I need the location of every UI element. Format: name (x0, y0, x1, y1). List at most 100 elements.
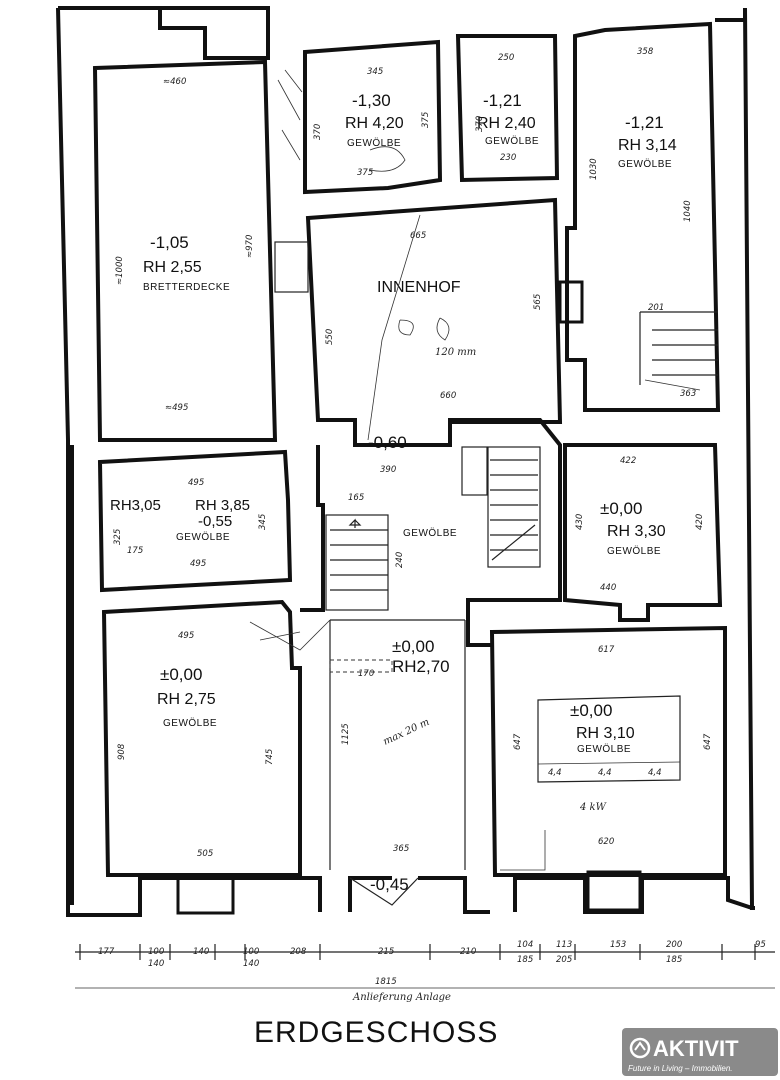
dim-sw-right: 745 (265, 749, 275, 765)
dim-se-left: 647 (513, 733, 523, 750)
dim-chain-b2: 140 (243, 959, 259, 969)
dim-em-top: 422 (620, 456, 636, 466)
entrance-note: max 20 m (382, 717, 432, 748)
dim-nb-top: 250 (498, 53, 514, 63)
room-sw-height: RH 2,75 (157, 691, 216, 708)
room-se-level: ±0,00 (570, 701, 612, 720)
dim-ws-left: 325 (113, 529, 123, 545)
socket-3: 4,4 (648, 768, 662, 778)
room-n-b-level: -1,21 (483, 91, 522, 110)
room-n-b-ceiling: GEWÖLBE (485, 135, 539, 147)
dim-nb-left: 370 (475, 116, 485, 132)
dim-em-left: 430 (575, 514, 585, 530)
room-se: ±0,00 RH 3,10 GEWÖLBE 617 620 647 647 4,… (466, 620, 727, 912)
dim-ws-bottom: 495 (190, 559, 206, 569)
dim-na-top: 345 (367, 67, 383, 77)
room-n-b: -1,21 RH 2,40 GEWÖLBE 250 230 370 (455, 34, 560, 183)
dim-chain-1: 177 (98, 947, 115, 957)
socket-2: 4,4 (598, 768, 612, 778)
dim-chain-b1: 140 (148, 959, 164, 969)
room-ne-ceiling: GEWÖLBE (618, 158, 672, 170)
courtyard-note: 120 mm (435, 347, 476, 358)
dim-sw-left: 908 (117, 743, 127, 760)
room-se-ceiling: GEWÖLBE (577, 743, 631, 755)
room-e-mid-level: ±0,00 (600, 499, 642, 518)
dim-ne-right: 1040 (683, 200, 693, 222)
dim-em-bottom: 440 (600, 583, 616, 593)
room-n-b-height: RH 2,40 (477, 115, 536, 132)
dim-chain-b4: 205 (556, 955, 572, 965)
dim-chain-8: 104 (517, 940, 533, 950)
dimension-chain: 177 100 140 100 208 215 210 104 113 153 … (75, 940, 775, 1003)
room-se-height: RH 3,10 (576, 725, 635, 742)
dim-corr-a: 390 (380, 465, 396, 475)
dim-nw-top: ≈460 (163, 77, 186, 87)
dim-ne-stair: 201 (648, 303, 664, 313)
room-sw-level: ±0,00 (160, 665, 202, 684)
dim-ws-right: 345 (258, 514, 268, 530)
logo-tagline: Future in Living – Immobilien. (628, 1064, 733, 1073)
courtyard: INNENHOF 665 550 565 660 120 mm (274, 197, 563, 447)
dim-chain-2: 100 (148, 947, 164, 957)
dim-em-right: 420 (695, 514, 705, 530)
dim-chain-10: 153 (610, 940, 626, 950)
room-n-a-height: RH 4,20 (345, 115, 404, 132)
room-w-small-level: -0,55 (198, 513, 232, 530)
dim-ent-small: 170 (358, 669, 374, 679)
dim-court-bottom: 660 (440, 391, 456, 401)
dim-ent-bottom: 365 (393, 844, 409, 854)
dim-court-right: 565 (533, 294, 543, 310)
outer-walls (56, 6, 755, 917)
dim-chain-11: 200 (666, 940, 682, 950)
exit-level: -0,45 (370, 875, 409, 894)
plan-title: ERDGESCHOSS (254, 1016, 498, 1049)
dim-chain-3: 140 (193, 947, 209, 957)
dim-chain-12: 95 (755, 940, 766, 950)
room-w-small-left: RH3,05 (110, 497, 161, 514)
room-nw: -1,05 RH 2,55 BRETTERDECKE ≈460 ≈495 ≈10… (92, 59, 278, 442)
dim-sw-top: 495 (178, 631, 194, 641)
dim-chain-b5: 185 (666, 955, 682, 965)
dim-chain-9: 113 (556, 940, 572, 950)
dim-ent-left: 1125 (341, 723, 351, 745)
staircase-west (325, 514, 389, 611)
dim-nw-bottom: ≈495 (165, 403, 188, 413)
dim-nb-bottom: 230 (500, 153, 516, 163)
room-n-a-level: -1,30 (352, 91, 391, 110)
room-w-small-ceiling: GEWÖLBE (176, 531, 230, 543)
dim-chain-5: 208 (290, 947, 307, 957)
dim-corr-c: 240 (395, 552, 405, 568)
dim-nw-left: ≈1000 (115, 256, 125, 285)
room-nw-height: RH 2,55 (143, 259, 202, 276)
entrance-level: ±0,00 (392, 637, 434, 656)
room-ne: -1,21 RH 3,14 GEWÖLBE 358 1030 1040 201 … (558, 21, 721, 412)
logo-name: AKTIVIT (653, 1036, 739, 1061)
dim-ws-top: 495 (188, 478, 204, 488)
logo-mark-icon (629, 1037, 651, 1059)
room-nw-level: -1,05 (150, 233, 189, 252)
dim-se-bottom: 620 (598, 837, 614, 847)
corridor: -0,60 390 165 240 GEWÖLBE (300, 418, 562, 620)
dim-chain-6: 215 (378, 947, 394, 957)
dim-total: 1815 (375, 977, 397, 987)
room-e-mid-height: RH 3,30 (607, 523, 666, 540)
room-e-mid-ceiling: GEWÖLBE (607, 545, 661, 557)
room-w-small: RH3,05 RH 3,85 -0,55 GEWÖLBE 495 495 325… (97, 449, 293, 593)
dim-ne-left: 1030 (589, 158, 599, 180)
room-n-a: -1,30 RH 4,20 GEWÖLBE 345 375 370 375 (277, 39, 443, 195)
corridor-level: -0,60 (368, 433, 407, 452)
room-ne-level: -1,21 (625, 113, 664, 132)
dim-nw-right: ≈970 (245, 235, 255, 258)
dim-ne-top: 358 (637, 47, 654, 57)
room-n-a-ceiling: GEWÖLBE (347, 137, 401, 149)
room-sw-ceiling: GEWÖLBE (163, 717, 217, 729)
staircase-east (461, 446, 541, 568)
dim-chain-4: 100 (243, 947, 259, 957)
dim-corr-b: 165 (348, 493, 364, 503)
corridor-ceiling: GEWÖLBE (403, 527, 457, 539)
dim-se-right: 647 (703, 733, 713, 750)
room-w-small-height: RH 3,85 (195, 497, 250, 514)
annotation-delivery: Anlieferung Anlage (352, 992, 451, 1003)
dim-ne-bottom: 363 (680, 389, 696, 399)
